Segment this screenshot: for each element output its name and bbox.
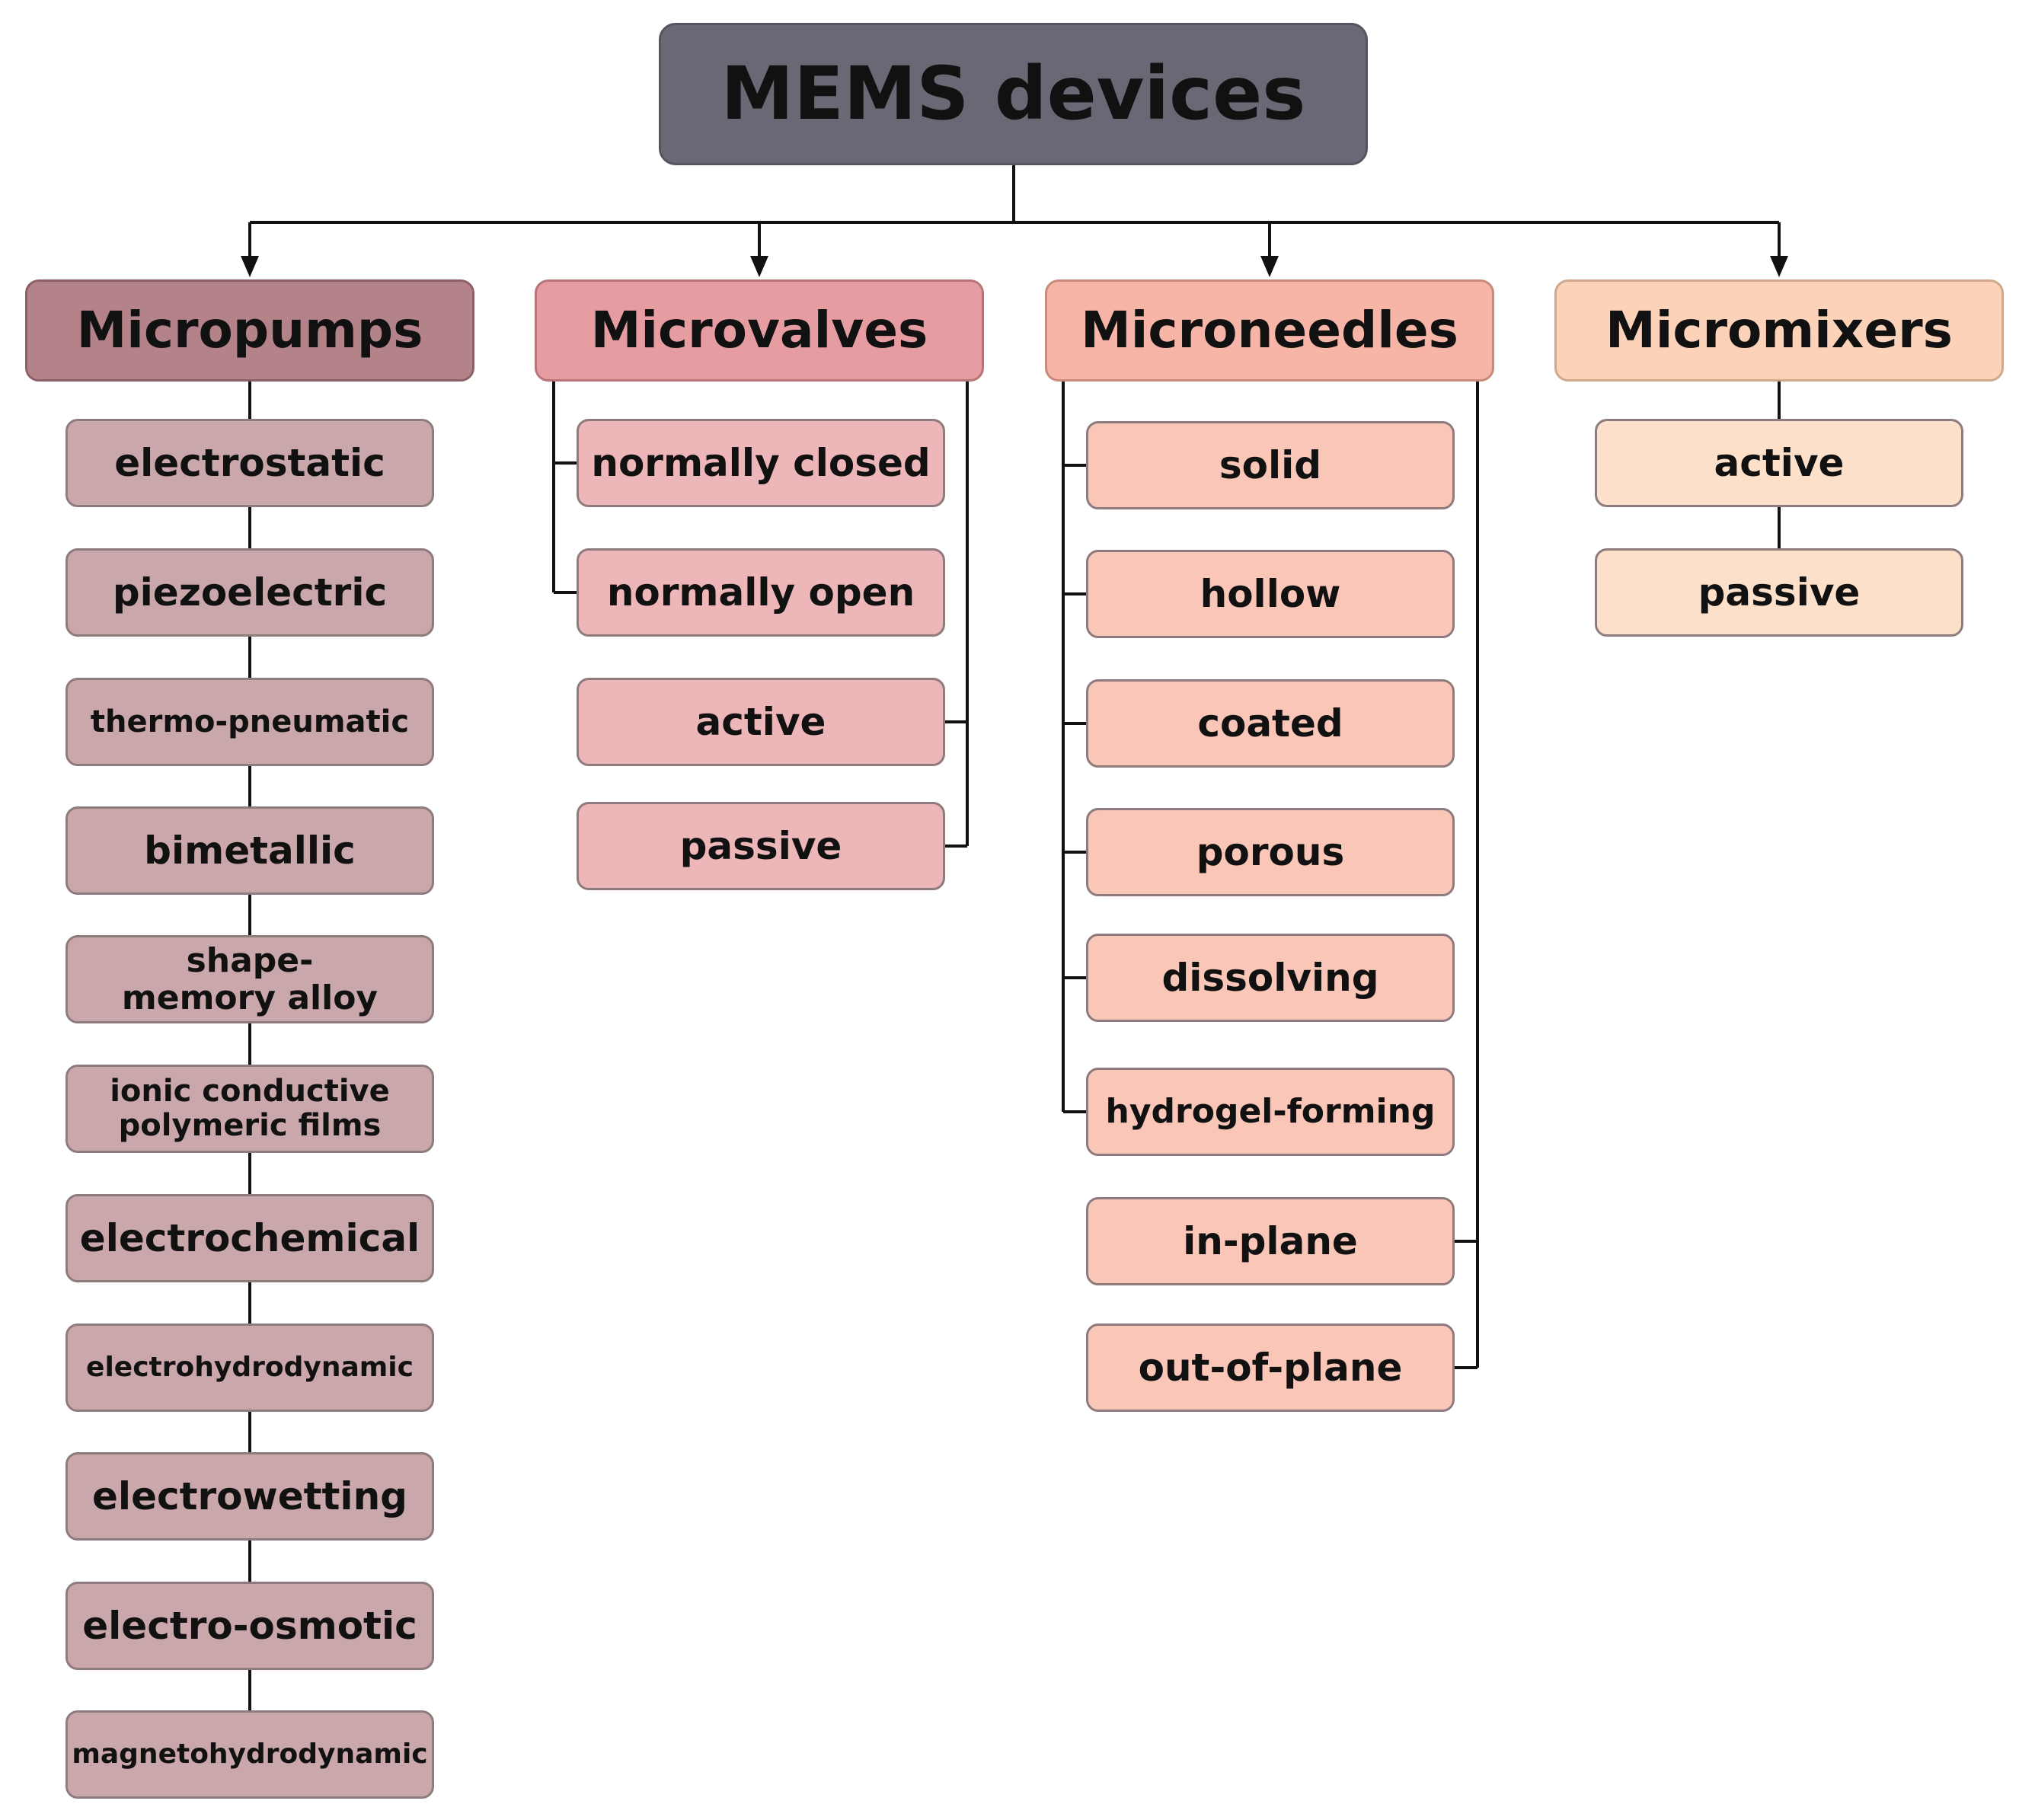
category-microneedles: Microneedles bbox=[1045, 279, 1494, 382]
item-label: active bbox=[695, 700, 826, 744]
root-title: MEMS devices bbox=[720, 50, 1306, 136]
micropumps-item: electro-osmotic bbox=[65, 1582, 434, 1670]
item-label: piezoelectric bbox=[112, 570, 388, 615]
microneedles-item: hollow bbox=[1086, 550, 1455, 638]
item-label: bimetallic bbox=[144, 829, 356, 873]
micropumps-item: ionic conductive polymeric films bbox=[65, 1065, 434, 1153]
microvalves-item: active bbox=[577, 678, 945, 766]
micropumps-item: bimetallic bbox=[65, 806, 434, 895]
micromixers-item: passive bbox=[1595, 548, 1963, 637]
item-label: electro-osmotic bbox=[82, 1604, 417, 1648]
item-label: passive bbox=[1698, 570, 1861, 615]
item-label: magnetohydrodynamic bbox=[72, 1738, 428, 1770]
item-label: coated bbox=[1197, 701, 1343, 746]
item-label: dissolving bbox=[1161, 956, 1379, 1000]
item-label: hollow bbox=[1200, 572, 1341, 616]
micropumps-item: piezoelectric bbox=[65, 548, 434, 637]
arrowhead-microneedles bbox=[1260, 256, 1279, 277]
item-label: electrostatic bbox=[114, 441, 385, 485]
micropumps-item: thermo-pneumatic bbox=[65, 678, 434, 766]
category-microvalves: Microvalves bbox=[535, 279, 984, 382]
item-label: out-of-plane bbox=[1138, 1346, 1403, 1390]
category-micropumps: Micropumps bbox=[25, 279, 474, 382]
item-label: passive bbox=[679, 824, 842, 868]
item-label: hydrogel-forming bbox=[1105, 1092, 1436, 1132]
root-node: MEMS devices bbox=[659, 23, 1368, 165]
micropumps-item: shape-memory alloy bbox=[65, 935, 434, 1023]
category-micromixers: Micromixers bbox=[1554, 279, 2004, 382]
category-label: Microneedles bbox=[1081, 301, 1458, 360]
item-label: electrowetting bbox=[92, 1474, 407, 1518]
item-label: electrochemical bbox=[79, 1216, 420, 1260]
microvalves-item: normally closed bbox=[577, 419, 945, 507]
micropumps-item: magnetohydrodynamic bbox=[65, 1710, 434, 1799]
microneedles-item: solid bbox=[1086, 421, 1455, 509]
microneedles-item: coated bbox=[1086, 679, 1455, 768]
item-label: in-plane bbox=[1183, 1219, 1358, 1263]
category-label: Micromixers bbox=[1605, 301, 1953, 360]
micropumps-item: electrostatic bbox=[65, 419, 434, 507]
category-label: Microvalves bbox=[590, 301, 928, 360]
item-label: solid bbox=[1219, 443, 1322, 487]
micromixers-item: active bbox=[1595, 419, 1963, 507]
item-label: electrohydrodynamic bbox=[86, 1351, 414, 1383]
micropumps-item: electrowetting bbox=[65, 1452, 434, 1541]
item-label: porous bbox=[1196, 830, 1345, 874]
item-label: ionic conductive polymeric films bbox=[110, 1074, 390, 1143]
arrowhead-micropumps bbox=[241, 256, 259, 277]
item-label: normally open bbox=[606, 570, 915, 615]
item-label: normally closed bbox=[591, 441, 931, 485]
microneedles-item: out-of-plane bbox=[1086, 1323, 1455, 1412]
micropumps-item: electrochemical bbox=[65, 1194, 434, 1282]
micropumps-item: electrohydrodynamic bbox=[65, 1323, 434, 1412]
microneedles-item: dissolving bbox=[1086, 934, 1455, 1022]
item-label: shape-memory alloy bbox=[121, 940, 379, 1017]
item-label: thermo-pneumatic bbox=[90, 704, 410, 739]
microneedles-item: in-plane bbox=[1086, 1197, 1455, 1285]
microneedles-item: hydrogel-forming bbox=[1086, 1068, 1455, 1156]
microneedles-item: porous bbox=[1086, 808, 1455, 896]
item-label: active bbox=[1714, 441, 1845, 485]
arrowhead-microvalves bbox=[750, 256, 768, 277]
microvalves-item: normally open bbox=[577, 548, 945, 637]
microvalves-item: passive bbox=[577, 802, 945, 890]
category-label: Micropumps bbox=[76, 301, 423, 360]
arrowhead-micromixers bbox=[1770, 256, 1788, 277]
